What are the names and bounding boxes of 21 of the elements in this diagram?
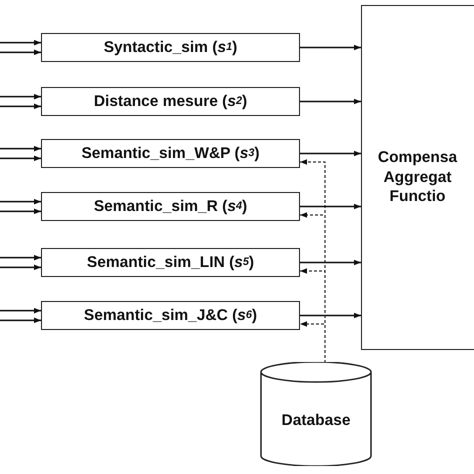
arrow xyxy=(0,308,41,314)
arrow xyxy=(0,146,41,152)
arrow xyxy=(0,254,41,260)
arrow xyxy=(0,198,41,204)
arrow xyxy=(0,156,41,162)
arrow xyxy=(300,44,361,50)
arrow xyxy=(0,104,41,110)
arrow xyxy=(300,260,361,266)
arrow xyxy=(0,264,41,270)
arrow xyxy=(300,312,361,318)
database-cylinder: Database xyxy=(260,362,372,466)
arrow xyxy=(0,94,41,100)
arrow xyxy=(300,150,361,156)
arrow xyxy=(0,40,41,46)
function-box: Compensa Aggregat Functio xyxy=(361,5,474,350)
arrow xyxy=(0,318,41,324)
arrow xyxy=(300,98,361,104)
arrow xyxy=(0,50,41,56)
arrow xyxy=(300,204,361,210)
arrow xyxy=(0,208,41,214)
dashed-arrow xyxy=(300,321,326,364)
